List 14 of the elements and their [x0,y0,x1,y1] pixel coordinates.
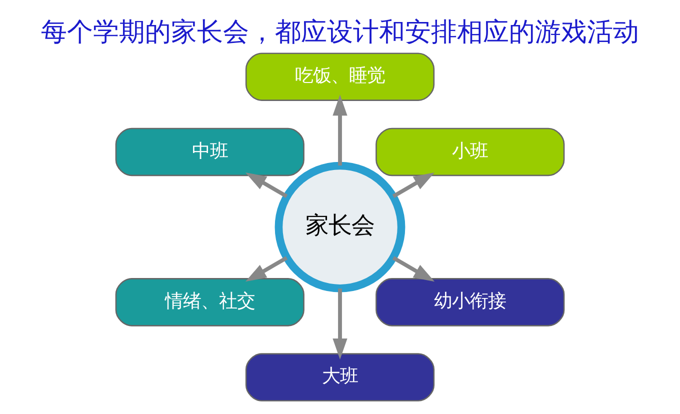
arrow [392,172,435,198]
arrow [332,288,348,359]
node-box: 小班 [376,127,565,176]
node-box: 大班 [245,352,435,401]
node-circle: 家长会 [274,161,406,292]
node-box: 中班 [115,127,304,176]
node-box: 情绪、社交 [115,278,304,326]
diagram-title: 每个学期的家长会，都应设计和安排相应的游戏活动 [41,16,639,47]
arrow [332,94,348,166]
arrow [245,256,288,282]
node-box: 吃饭、睡觉 [245,52,435,100]
arrow [245,172,288,198]
arrow [392,256,435,282]
node-box: 幼小衔接 [376,278,565,326]
